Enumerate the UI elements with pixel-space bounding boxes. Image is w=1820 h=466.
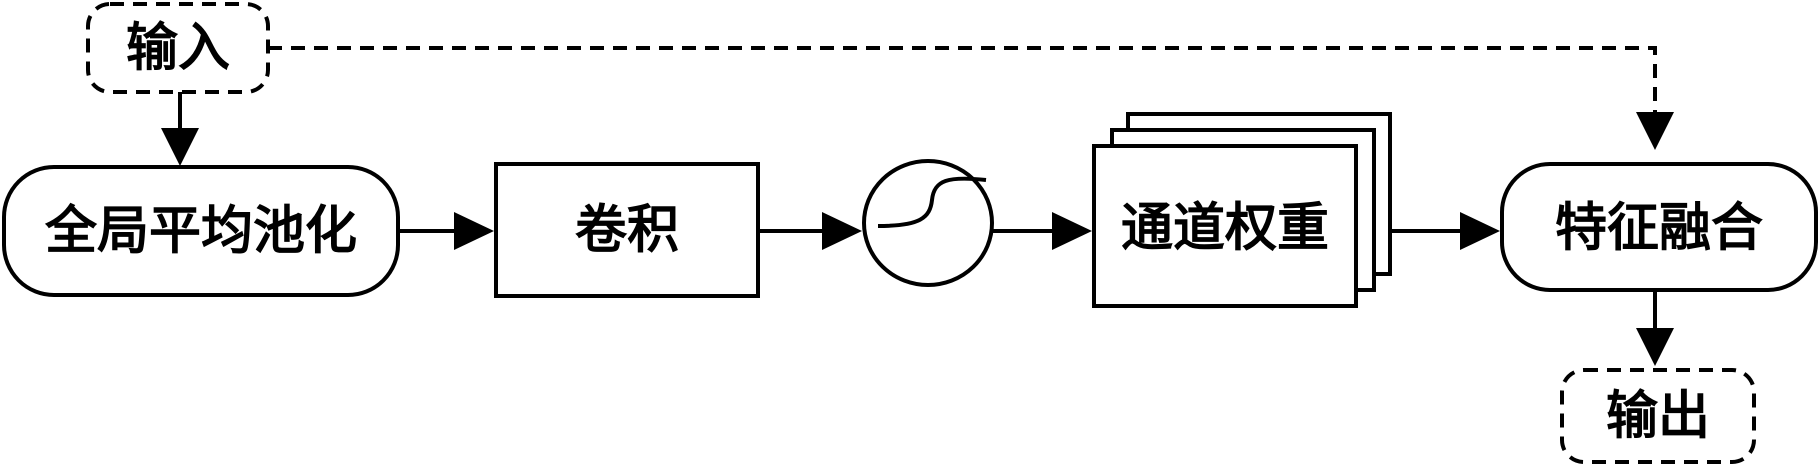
conv-box bbox=[494, 162, 760, 298]
conv-label: 卷积 bbox=[575, 200, 679, 261]
arrow-activation-to-weights-head bbox=[1052, 212, 1092, 250]
conv-node: 卷积 bbox=[494, 162, 760, 298]
channel-weight-label: 通道权重 bbox=[1121, 198, 1329, 259]
arrow-conv-to-activation-head bbox=[822, 212, 862, 250]
activation-circle bbox=[862, 159, 994, 287]
arrow-gap-to-conv-head bbox=[454, 212, 494, 250]
gap-label: 全局平均池化 bbox=[44, 201, 357, 262]
skip-connection-arrowhead bbox=[1636, 112, 1674, 150]
activation-node bbox=[862, 159, 994, 287]
skip-connection-line bbox=[268, 46, 1657, 112]
arrow-weights-to-fusion-head bbox=[1460, 212, 1500, 250]
arrow-fusion-to-output-head bbox=[1636, 328, 1674, 366]
arrow-input-to-gap-head bbox=[161, 128, 199, 166]
input-node: 输入 bbox=[86, 2, 270, 94]
output-box bbox=[1560, 368, 1756, 464]
input-box bbox=[86, 2, 270, 94]
fusion-node: 特征融合 bbox=[1500, 162, 1818, 292]
fusion-label: 特征融合 bbox=[1555, 198, 1763, 259]
output-label: 输出 bbox=[1606, 386, 1710, 447]
channel-weight-node: 通道权重 bbox=[1092, 112, 1392, 308]
gap-node: 全局平均池化 bbox=[2, 165, 400, 297]
output-node: 输出 bbox=[1560, 368, 1756, 464]
channel-weight-stack-front bbox=[1092, 144, 1358, 308]
sigmoid-curve-icon bbox=[877, 176, 987, 228]
fusion-box bbox=[1500, 162, 1818, 292]
input-label: 输入 bbox=[126, 18, 230, 79]
